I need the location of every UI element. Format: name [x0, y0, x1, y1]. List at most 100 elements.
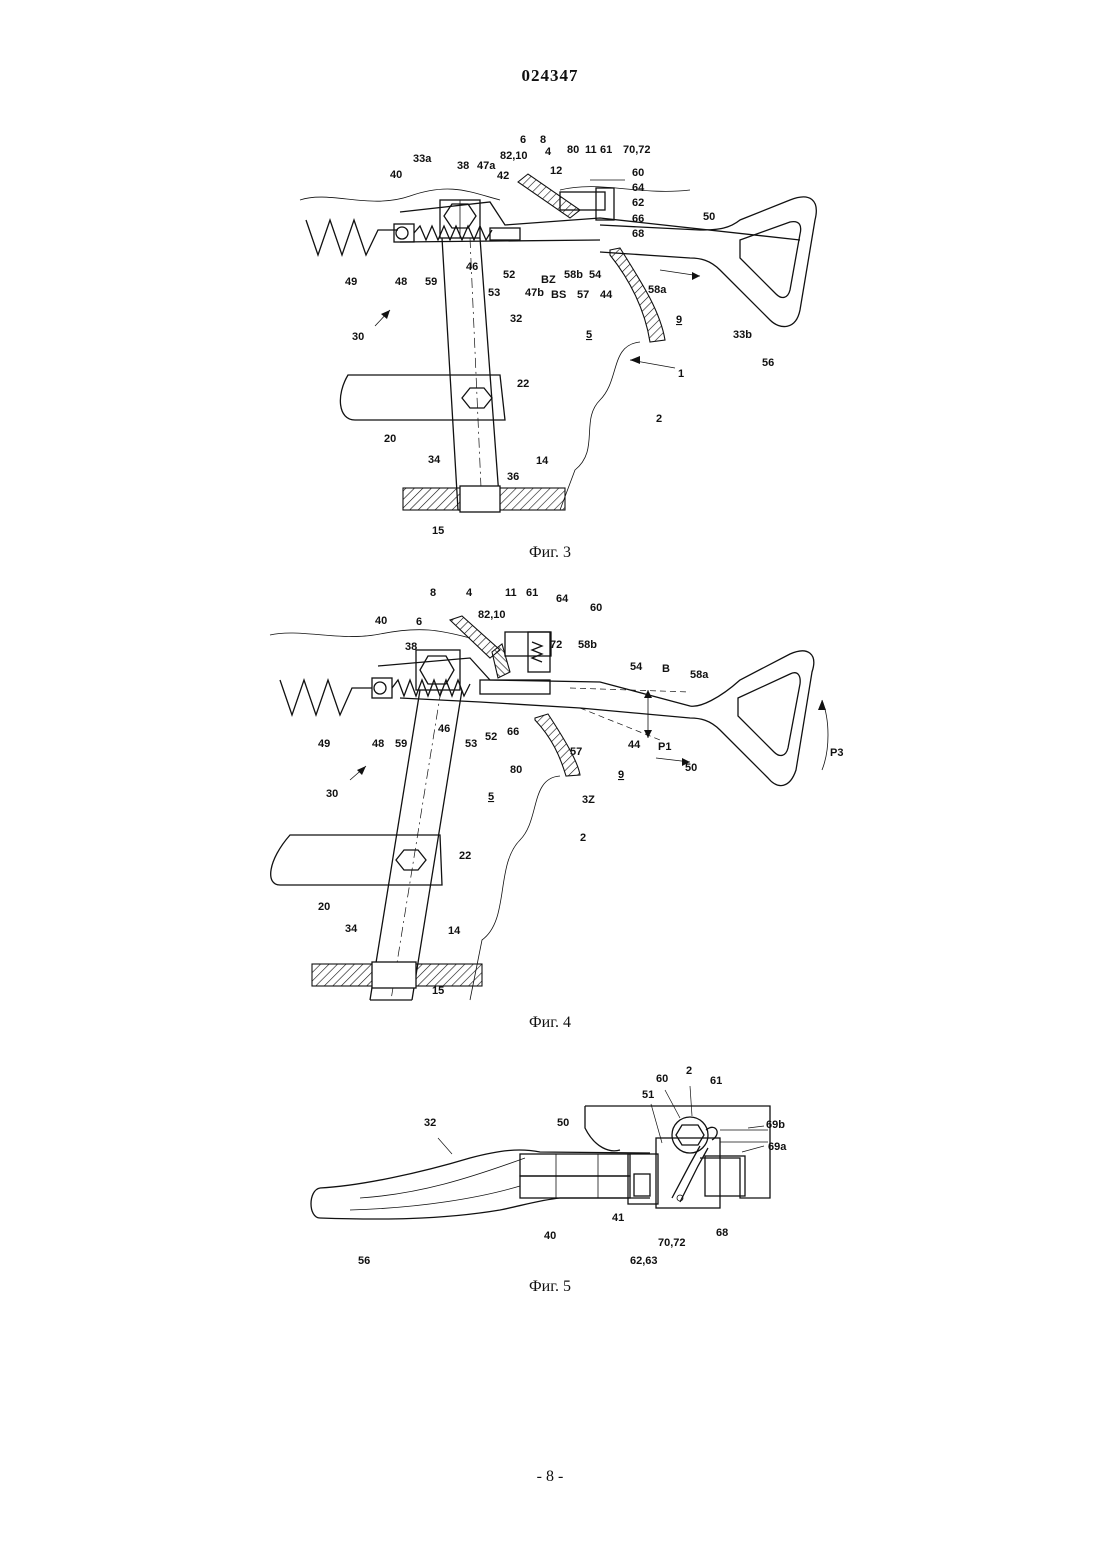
label-32: 32 [424, 1117, 436, 1129]
label-52: 52 [503, 269, 515, 281]
label-22: 22 [459, 850, 471, 862]
label-49: 49 [318, 738, 330, 750]
label-20: 20 [384, 433, 396, 445]
label-2: 2 [580, 832, 586, 844]
label-53: 53 [488, 287, 500, 299]
label-56: 56 [762, 357, 774, 369]
figure-4-drawing: 8 4 11 61 64 60 82,10 6 40 72 38 58b 54 … [0, 580, 1100, 1010]
label-58a: 58a [690, 669, 709, 681]
label-48: 48 [395, 276, 407, 288]
page-number: - 8 - [0, 1468, 1100, 1486]
label-34: 34 [345, 923, 358, 935]
label-12: 12 [550, 165, 562, 177]
label-50: 50 [557, 1117, 569, 1129]
label-61: 61 [710, 1075, 722, 1087]
label-9: 9 [618, 769, 624, 781]
label-40: 40 [544, 1230, 556, 1242]
label-5: 5 [586, 329, 592, 341]
label-50: 50 [703, 211, 715, 223]
label-15: 15 [432, 525, 444, 537]
label-80: 80 [567, 144, 579, 156]
figure-3-drawing: 6 8 82,10 4 80 11 61 70,72 33a 38 47a 42… [0, 130, 1100, 540]
label-20: 20 [318, 901, 330, 913]
label-30: 30 [352, 331, 364, 343]
label-44: 44 [600, 289, 613, 301]
label-36: 36 [507, 471, 519, 483]
label-59: 59 [395, 738, 407, 750]
figure-4-caption: Фиг. 4 [0, 1014, 1100, 1032]
label-56: 56 [358, 1255, 370, 1267]
label-62: 62 [632, 197, 644, 209]
label-33a: 33a [413, 153, 432, 165]
label-48: 48 [372, 738, 384, 750]
label-B: B [662, 663, 670, 675]
label-9: 9 [676, 314, 682, 326]
label-P1: P1 [658, 741, 671, 753]
label-3Z: 3Z [582, 794, 595, 806]
label-46: 46 [466, 261, 478, 273]
label-49: 49 [345, 276, 357, 288]
label-4: 4 [545, 146, 552, 158]
label-54: 54 [589, 269, 602, 281]
label-8: 8 [430, 587, 436, 599]
label-64: 64 [556, 593, 569, 605]
label-38: 38 [457, 160, 469, 172]
label-2: 2 [686, 1065, 692, 1077]
label-58b: 58b [578, 639, 597, 651]
label-1: 1 [678, 368, 684, 380]
label-15: 15 [432, 985, 444, 997]
label-69a: 69a [768, 1141, 787, 1153]
label-8: 8 [540, 134, 546, 146]
label-2: 2 [656, 413, 662, 425]
label-60: 60 [656, 1073, 668, 1085]
label-BS: BS [551, 289, 566, 301]
label-72: 72 [550, 639, 562, 651]
label-11: 11 [585, 144, 597, 156]
label-82-10: 82,10 [478, 609, 506, 621]
label-14: 14 [448, 925, 461, 937]
label-41: 41 [612, 1212, 624, 1224]
label-66: 66 [632, 213, 644, 225]
label-40: 40 [390, 169, 402, 181]
label-57: 57 [577, 289, 589, 301]
label-66: 66 [507, 726, 519, 738]
label-70-72: 70,72 [623, 144, 651, 156]
label-54: 54 [630, 661, 643, 673]
label-6: 6 [520, 134, 526, 146]
label-47a: 47a [477, 160, 496, 172]
figure-5-drawing: 32 2 60 61 51 50 69b 69a 41 40 70,72 68 … [0, 1058, 1100, 1278]
label-58b: 58b [564, 269, 583, 281]
label-47b: 47b [525, 287, 544, 299]
label-22: 22 [517, 378, 529, 390]
label-70-72: 70,72 [658, 1237, 686, 1249]
label-14: 14 [536, 455, 549, 467]
label-57: 57 [570, 746, 582, 758]
label-46: 46 [438, 723, 450, 735]
label-62-63: 62,63 [630, 1255, 658, 1267]
label-34: 34 [428, 454, 441, 466]
label-P3: P3 [830, 747, 843, 759]
label-40: 40 [375, 615, 387, 627]
label-64: 64 [632, 182, 645, 194]
label-42: 42 [497, 170, 509, 182]
figure-3-caption: Фиг. 3 [0, 544, 1100, 562]
label-BZ: BZ [541, 274, 556, 286]
label-32: 32 [510, 313, 522, 325]
label-51: 51 [642, 1089, 654, 1101]
label-38: 38 [405, 641, 417, 653]
label-68: 68 [632, 228, 644, 240]
label-61: 61 [526, 587, 538, 599]
label-61: 61 [600, 144, 612, 156]
label-60: 60 [632, 167, 644, 179]
label-58a: 58a [648, 284, 667, 296]
label-11: 11 [505, 587, 517, 599]
label-53: 53 [465, 738, 477, 750]
figure-5-caption: Фиг. 5 [0, 1278, 1100, 1296]
label-5: 5 [488, 791, 494, 803]
label-59: 59 [425, 276, 437, 288]
document-number: 024347 [0, 66, 1100, 86]
label-6: 6 [416, 616, 422, 628]
label-69b: 69b [766, 1119, 785, 1131]
label-80: 80 [510, 764, 522, 776]
label-4: 4 [466, 587, 473, 599]
